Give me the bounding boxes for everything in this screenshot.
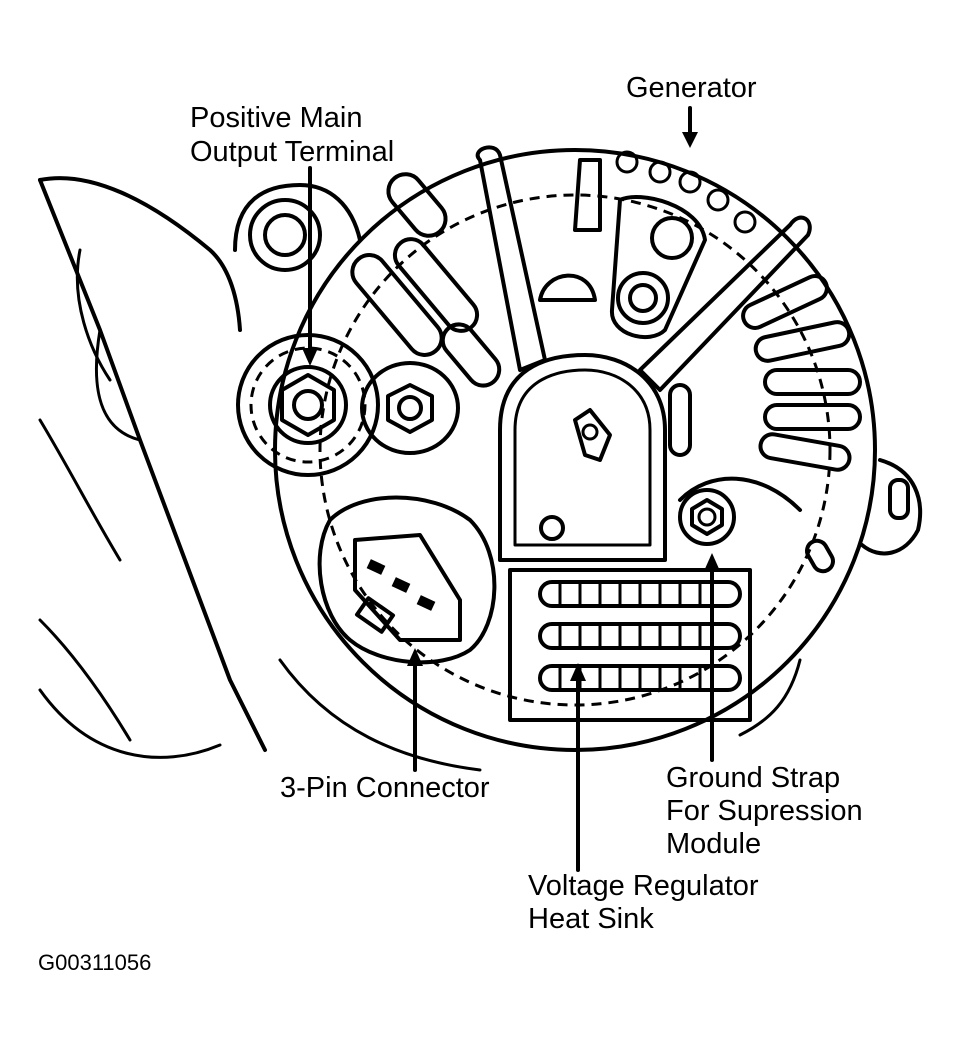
cooling-slots-left <box>350 172 502 388</box>
heat-sink <box>508 568 752 722</box>
cooling-slots-right <box>668 274 862 574</box>
engine-mount-outline <box>38 176 267 759</box>
vent-holes <box>538 150 757 302</box>
three-pin-connector <box>317 495 497 665</box>
adjacent-nut <box>360 361 460 455</box>
label-ground-strap-line3: Module <box>666 828 762 860</box>
label-ground-strap-line1: Ground Strap <box>666 762 841 794</box>
label-ground-strap-line2: For Supression <box>666 795 863 827</box>
radial-bars <box>475 145 812 392</box>
label-voltage-regulator-line2: Heat Sink <box>528 903 654 935</box>
regulator-plate <box>498 353 667 562</box>
figure-code: G00311056 <box>38 950 152 975</box>
label-three-pin-connector: 3-Pin Connector <box>280 772 490 804</box>
label-voltage-regulator-line1: Voltage Regulator <box>528 870 759 902</box>
top-bracket <box>610 194 707 340</box>
label-positive-main-line1: Positive Main <box>190 102 363 134</box>
ground-strap-nut <box>678 476 802 546</box>
label-positive-main-line2: Output Terminal <box>190 136 395 168</box>
leader-arrows <box>302 106 720 872</box>
label-generator: Generator <box>626 72 757 104</box>
